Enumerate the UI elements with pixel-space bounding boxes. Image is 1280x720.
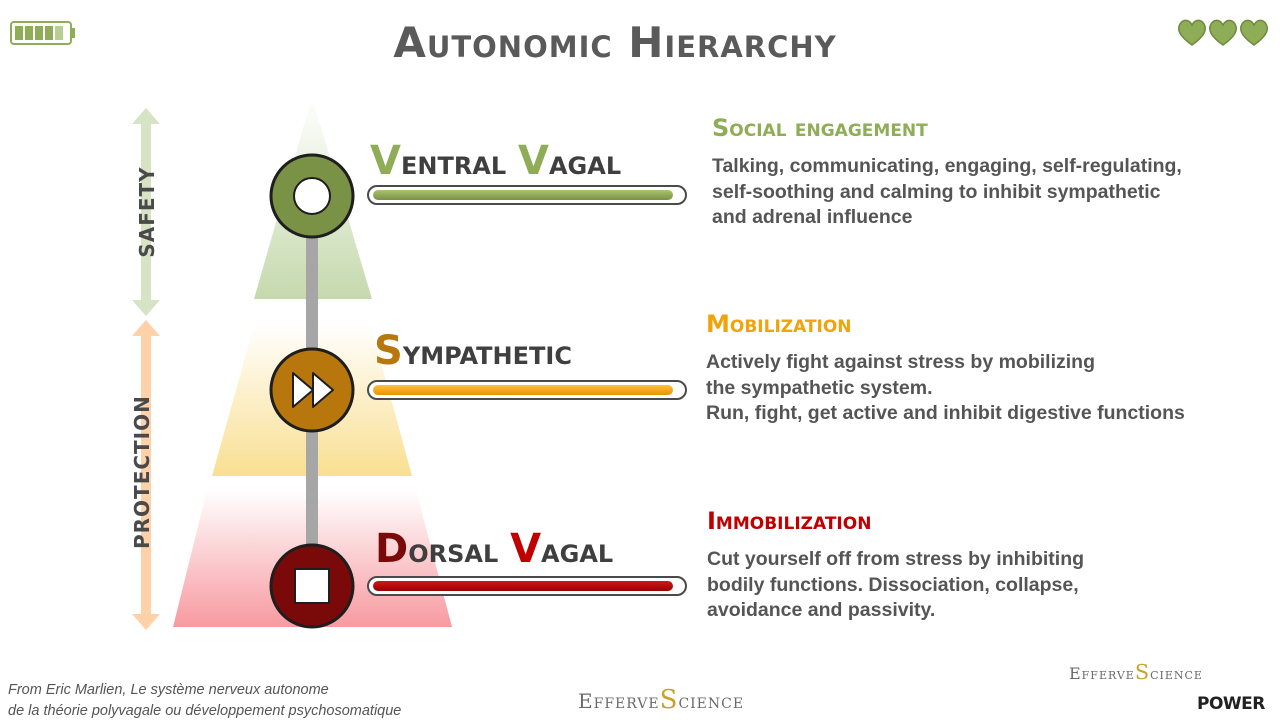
dorsal-vagal-bar: [367, 576, 687, 596]
label-text: entral: [400, 143, 519, 183]
label-text: orsal: [408, 531, 511, 571]
social-engagement-block: Social engagement Talking, communicating…: [712, 114, 1212, 231]
label-text: agal: [541, 531, 614, 571]
sympathetic-label: Sympathetic: [374, 328, 572, 374]
source-citation: From Eric Marlien, Le système nerveux au…: [8, 682, 402, 719]
circle-icon: [269, 153, 355, 239]
logo-text: Efferve: [1069, 664, 1135, 683]
label-initial: V: [510, 526, 542, 572]
label-text: agal: [548, 143, 622, 183]
logo-text: cience: [678, 689, 745, 713]
power-logo: POWER: [1197, 694, 1265, 714]
sympathetic-bar: [367, 380, 687, 400]
immobilization-text: Cut yourself off from stress by inhibiti…: [707, 548, 1085, 621]
battery-icon: [10, 21, 75, 45]
logo-s: S: [659, 685, 679, 715]
protection-arrow: [132, 320, 160, 630]
label-initial: D: [375, 526, 409, 572]
effervescience-logo: EfferveScience: [578, 685, 744, 715]
immobilization-heading: Immobilization: [707, 507, 872, 535]
hierarchy-diagram: [132, 97, 687, 630]
social-engagement-heading: Social engagement: [712, 114, 928, 142]
label-initial: S: [374, 328, 403, 374]
mobilization-text: Actively fight against stress by mobiliz…: [706, 351, 1185, 424]
page-title: Autonomic Hierarchy: [393, 18, 837, 67]
hearts-icon: [1178, 19, 1268, 46]
label-initial: V: [370, 138, 401, 184]
safety-label: SAFETY: [135, 166, 159, 258]
logo-text: Efferve: [578, 689, 660, 713]
dorsal-vagal-label: Dorsal Vagal: [375, 526, 613, 572]
protection-label: PROTECTION: [130, 395, 154, 549]
ventral-vagal-bar: [367, 185, 687, 205]
social-engagement-text: Talking, communicating, engaging, self-r…: [712, 155, 1182, 228]
stop-icon: [269, 543, 355, 629]
label-initial: V: [518, 138, 549, 184]
ventral-vagal-label: Ventral Vagal: [370, 138, 621, 184]
immobilization-block: Immobilization Cut yourself off from str…: [707, 507, 1207, 624]
fast-forward-icon: [269, 347, 355, 433]
safety-arrow: [132, 108, 160, 316]
mobilization-heading: Mobilization: [706, 310, 852, 338]
effervescience-logo-small: EfferveScience: [1069, 660, 1203, 684]
logo-s: S: [1134, 660, 1151, 684]
logo-text: cience: [1150, 664, 1203, 683]
mobilization-block: Mobilization Actively fight against stre…: [706, 310, 1206, 427]
label-text: ympathetic: [402, 333, 572, 373]
